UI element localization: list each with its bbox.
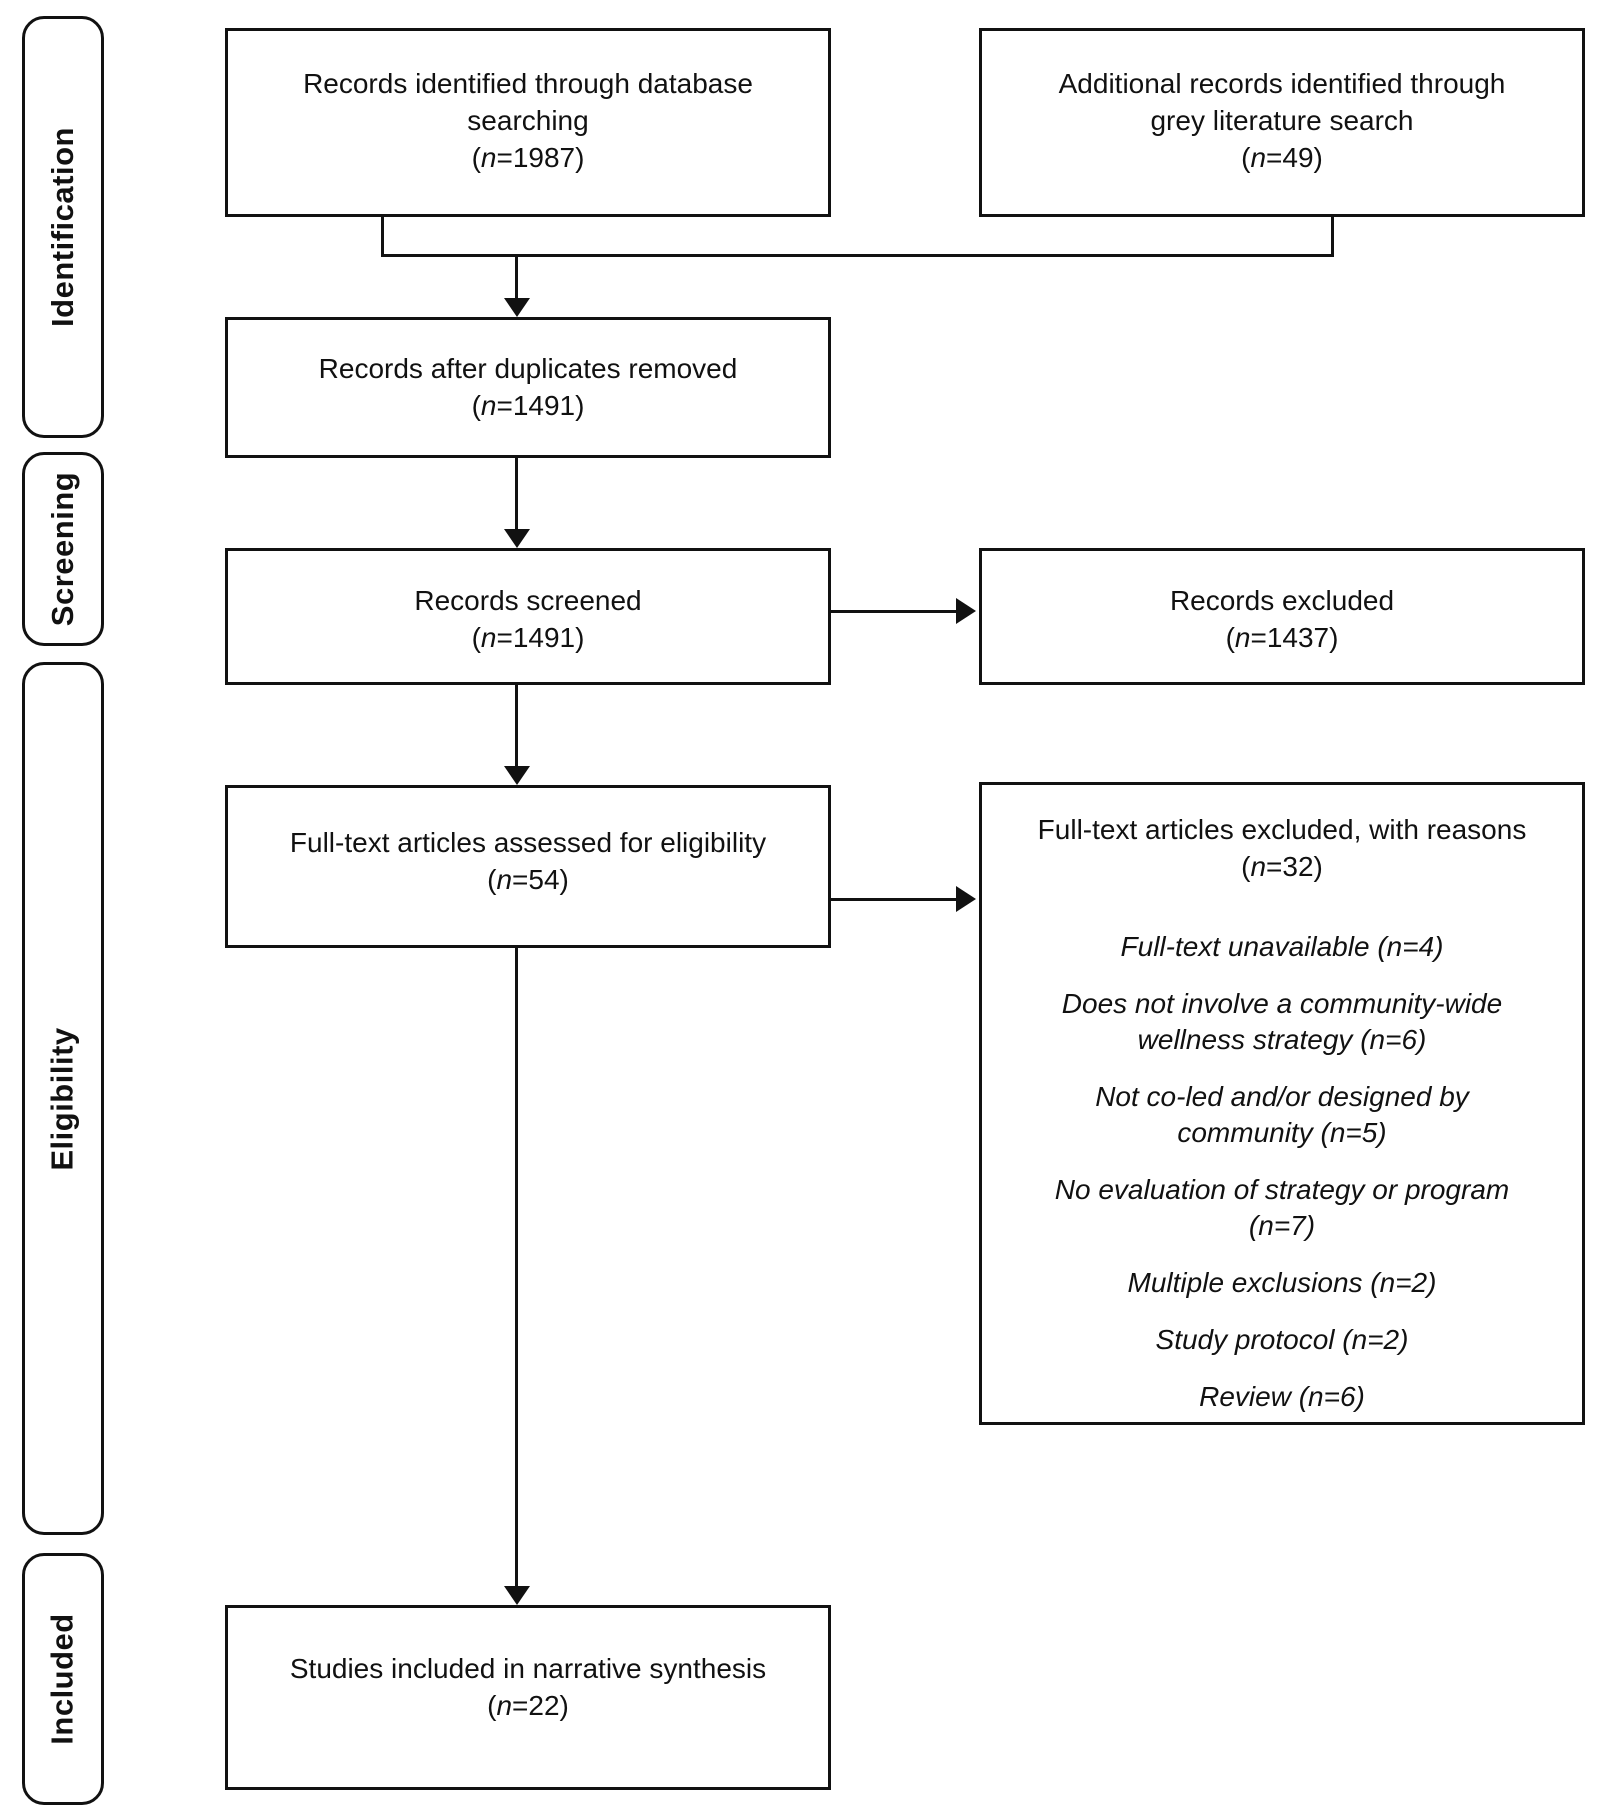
fulltext-excluded-heading: Full-text articles excluded, with reason… bbox=[1002, 811, 1562, 885]
grey-literature-count: (n=49) bbox=[1241, 142, 1323, 173]
records-identified-label: Records identified through database sear… bbox=[303, 68, 753, 136]
box-duplicates-removed: Records after duplicates removed (n=1491… bbox=[225, 317, 831, 458]
reason-item: Does not involve a community-wide wellne… bbox=[1061, 988, 1503, 1055]
reason-item: No evaluation of strategy or program (n=… bbox=[1054, 1174, 1510, 1241]
reason-item: Multiple exclusions (n=2) bbox=[1127, 1267, 1437, 1298]
fulltext-excluded-count: (n=32) bbox=[1241, 851, 1323, 882]
reason-item: Study protocol (n=2) bbox=[1155, 1324, 1409, 1355]
arrow-to-excluded-shaft bbox=[831, 610, 956, 613]
records-identified-count: (n=1987) bbox=[471, 142, 585, 173]
arrow-to-screened-shaft bbox=[515, 458, 518, 531]
arrowhead-down-icon bbox=[504, 529, 530, 548]
fulltext-excluded-label: Full-text articles excluded, with reason… bbox=[1037, 814, 1527, 845]
studies-included-count: (n=22) bbox=[487, 1690, 569, 1721]
duplicates-removed-count: (n=1491) bbox=[471, 390, 585, 421]
connector-stub-right bbox=[1331, 217, 1334, 257]
arrowhead-right-icon bbox=[956, 598, 976, 624]
arrowhead-down-icon bbox=[504, 298, 530, 317]
arrowhead-right-icon bbox=[956, 886, 976, 912]
connector-stub-left bbox=[381, 217, 384, 257]
box-grey-literature: Additional records identified through gr… bbox=[979, 28, 1585, 217]
stage-eligibility-label: Eligibility bbox=[45, 1026, 81, 1171]
records-screened-count: (n=1491) bbox=[471, 622, 585, 653]
stage-screening: Screening bbox=[22, 452, 104, 646]
studies-included-label: Studies included in narrative synthesis bbox=[289, 1653, 767, 1684]
reason-item: Not co-led and/or designed by community … bbox=[1095, 1081, 1469, 1148]
box-records-screened: Records screened (n=1491) bbox=[225, 548, 831, 685]
arrowhead-down-icon bbox=[504, 1586, 530, 1605]
stage-included-label: Included bbox=[45, 1613, 81, 1745]
box-studies-included: Studies included in narrative synthesis … bbox=[225, 1605, 831, 1790]
stage-identification-label: Identification bbox=[45, 127, 81, 327]
reason-item: Review (n=6) bbox=[1199, 1381, 1365, 1412]
connector-horizontal bbox=[381, 254, 1334, 257]
stage-screening-label: Screening bbox=[45, 471, 81, 627]
stage-included: Included bbox=[22, 1553, 104, 1805]
arrow-to-reasons-shaft bbox=[831, 898, 956, 901]
box-records-identified: Records identified through database sear… bbox=[225, 28, 831, 217]
records-screened-label: Records screened bbox=[414, 585, 642, 616]
arrow-to-duplicates-shaft bbox=[515, 254, 518, 300]
arrow-to-fulltext-shaft bbox=[515, 685, 518, 768]
box-fulltext-excluded: Full-text articles excluded, with reason… bbox=[979, 782, 1585, 1425]
arrowhead-down-icon bbox=[504, 766, 530, 785]
arrow-to-included-shaft bbox=[515, 948, 518, 1588]
stage-identification: Identification bbox=[22, 16, 104, 438]
fulltext-assessed-count: (n=54) bbox=[487, 864, 569, 895]
box-fulltext-assessed: Full-text articles assessed for eligibil… bbox=[225, 785, 831, 948]
fulltext-assessed-label: Full-text articles assessed for eligibil… bbox=[289, 827, 767, 858]
duplicates-removed-label: Records after duplicates removed bbox=[318, 353, 738, 384]
stage-eligibility: Eligibility bbox=[22, 662, 104, 1535]
grey-literature-label: Additional records identified through gr… bbox=[1058, 68, 1506, 136]
records-excluded-count: (n=1437) bbox=[1225, 622, 1339, 653]
box-records-excluded: Records excluded (n=1437) bbox=[979, 548, 1585, 685]
records-excluded-label: Records excluded bbox=[1169, 585, 1395, 616]
reason-item: Full-text unavailable (n=4) bbox=[1120, 931, 1444, 962]
